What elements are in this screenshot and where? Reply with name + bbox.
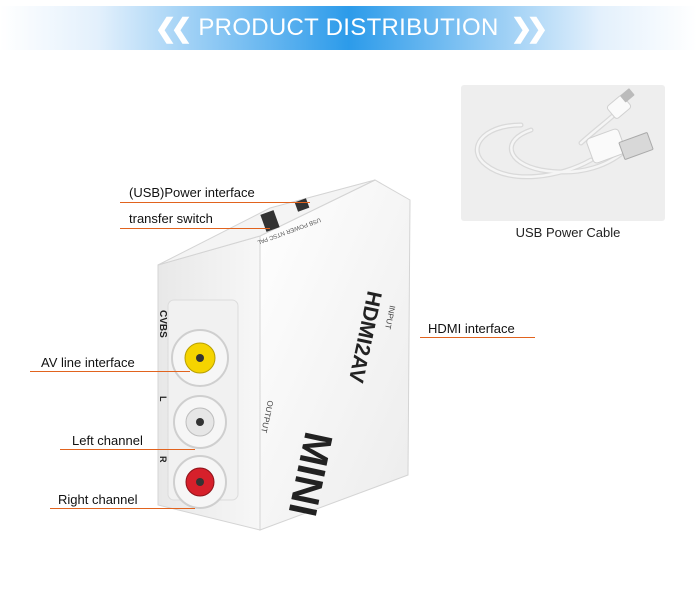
callout-usb-power: (USB)Power interface bbox=[129, 185, 255, 200]
double-chevron-left-icon: ❮❮ bbox=[154, 12, 192, 43]
double-chevron-right-icon: ❯❯ bbox=[510, 12, 548, 43]
callout-hdmi-line bbox=[420, 337, 535, 338]
rca-right-port-red bbox=[173, 455, 227, 509]
usb-cable-image bbox=[461, 85, 665, 221]
l-label: L bbox=[158, 396, 168, 402]
callout-left-channel: Left channel bbox=[72, 433, 143, 448]
callout-hdmi: HDMI interface bbox=[428, 321, 515, 336]
rca-cvbs-port-yellow bbox=[171, 329, 229, 387]
cvbs-label: CVBS bbox=[157, 310, 168, 338]
callout-av-line-line bbox=[30, 371, 190, 372]
callout-transfer-switch: transfer switch bbox=[129, 211, 213, 226]
callout-usb-power-line bbox=[120, 202, 310, 203]
banner-title: PRODUCT DISTRIBUTION bbox=[198, 14, 499, 41]
usb-cable-icon bbox=[474, 88, 654, 180]
callout-transfer-switch-line bbox=[120, 228, 270, 229]
callout-left-channel-line bbox=[60, 449, 195, 450]
hdmi2av-device: USB POWER NTSC PAL CVBS L R HDMI2AV MINI… bbox=[157, 179, 411, 531]
callout-right-channel-line bbox=[50, 508, 195, 509]
title-banner: ❮❮ PRODUCT DISTRIBUTION ❯❯ bbox=[0, 6, 697, 50]
usb-cable-caption: USB Power Cable bbox=[515, 225, 621, 240]
rca-left-port-white bbox=[173, 395, 227, 449]
r-label: R bbox=[158, 456, 168, 463]
callout-right-channel: Right channel bbox=[58, 492, 138, 507]
callout-av-line: AV line interface bbox=[41, 355, 135, 370]
